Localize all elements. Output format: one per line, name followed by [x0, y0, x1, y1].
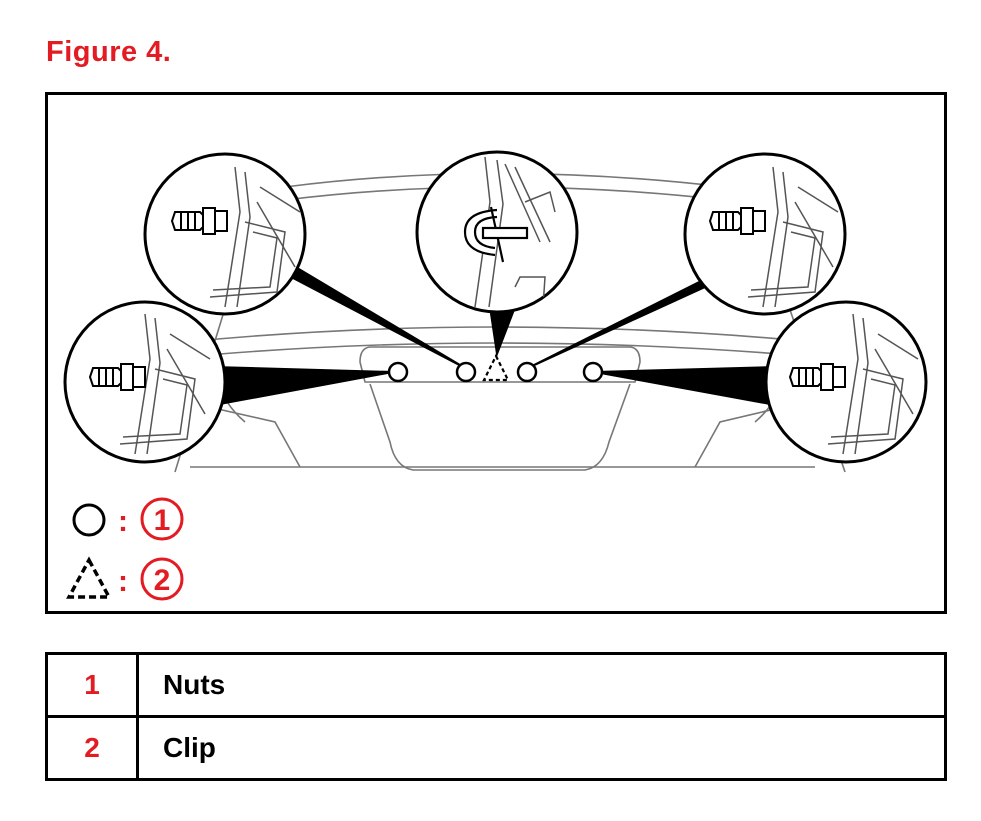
parts-table: 1 Nuts 2 Clip: [45, 652, 947, 781]
nut-stud-icon: [788, 363, 846, 391]
nut-marker: [455, 361, 477, 383]
nut-marker: [582, 361, 604, 383]
detail-callout-clip: [415, 150, 579, 314]
nut-stud-icon: [708, 207, 766, 235]
clip-marker: [482, 353, 510, 382]
legend-number-1: 1: [154, 504, 171, 537]
legend-dashed-triangle-icon: [66, 556, 112, 599]
legend-separator: :: [118, 565, 128, 598]
detail-callout-nut-upper-left: [143, 152, 307, 316]
part-number: 2: [45, 715, 139, 781]
fastener-markers: [387, 353, 604, 383]
legend-badge-2: [140, 557, 184, 601]
nut-stud-icon: [88, 363, 146, 391]
legend-number-2: 2: [154, 564, 171, 597]
diagram-frame: : 1 : 2: [45, 92, 947, 614]
detail-callout-nut-lower-right: [764, 300, 928, 464]
part-number: 1: [45, 652, 139, 718]
part-name: Nuts: [136, 652, 947, 718]
vehicle-sketch: [164, 172, 846, 473]
legend-separator: :: [118, 505, 128, 538]
detail-callout-nut-upper-right: [683, 152, 847, 316]
nut-marker: [387, 361, 409, 383]
symbol-legend: : 1 : 2: [66, 497, 184, 601]
figure-title: Figure 4.: [46, 36, 172, 68]
clip-fastener-icon: [463, 206, 529, 263]
legend-circle-icon: [72, 503, 106, 537]
nut-marker: [516, 361, 538, 383]
nut-stud-icon: [170, 207, 228, 235]
part-name: Clip: [136, 715, 947, 781]
table-row: 2 Clip: [45, 715, 947, 781]
legend-badge-1: [140, 497, 184, 541]
table-row: 1 Nuts: [45, 652, 947, 718]
diagram-svg: : 1 : 2: [45, 92, 947, 614]
detail-callout-nut-lower-left: [63, 300, 227, 464]
